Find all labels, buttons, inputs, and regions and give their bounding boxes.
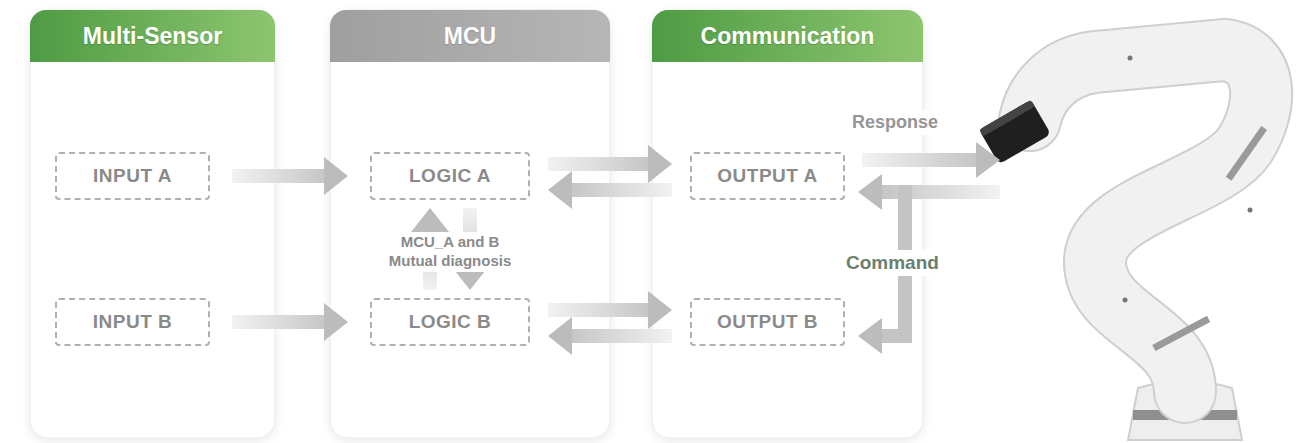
panel-header: Multi-Sensor — [30, 10, 275, 62]
dashed-box: OUTPUT A — [690, 152, 845, 200]
command-label: Command — [842, 250, 943, 276]
robot-wiring — [858, 142, 1000, 354]
box-label: INPUT B — [93, 311, 173, 333]
dashed-box: LOGIC B — [370, 298, 530, 346]
panel-card — [330, 10, 610, 438]
panel-cards — [30, 10, 923, 438]
column-panel: CommunicationOUTPUT A OUTPUT B — [652, 10, 923, 438]
robot-link-outline — [1030, 50, 1261, 392]
column-panel: MCU LOGIC A LOGIC B — [330, 10, 610, 438]
robot-joint-band — [1152, 316, 1210, 351]
dashed-box: INPUT A — [55, 152, 210, 200]
robot-screw — [1123, 298, 1128, 303]
robot-link — [1030, 50, 1261, 392]
box-label: OUTPUT B — [717, 311, 818, 333]
response-label: Response — [848, 110, 942, 135]
box-label: INPUT A — [93, 165, 172, 187]
robot-screw — [1128, 56, 1133, 61]
flow-arrow — [548, 303, 648, 317]
column-panel: Multi-SensorINPUT A INPUT B — [30, 10, 275, 438]
flow-arrow — [232, 315, 324, 329]
robot-screw — [1248, 208, 1253, 213]
flow-arrow — [548, 157, 648, 171]
panel-card — [30, 10, 275, 438]
box-label: OUTPUT A — [717, 165, 817, 187]
command-branch-head — [858, 318, 882, 354]
dashed-box: LOGIC A — [370, 152, 530, 200]
command-arrow-head — [858, 174, 882, 210]
robot-joint-band — [1226, 126, 1267, 181]
panel-header: MCU — [330, 10, 610, 62]
flow-arrow — [232, 169, 324, 183]
box-label: LOGIC A — [409, 165, 491, 187]
robot-flange-ring — [979, 100, 1035, 137]
box-label: LOGIC B — [409, 311, 492, 333]
response-arrow-head — [976, 142, 1000, 178]
dashed-box: INPUT B — [55, 298, 210, 346]
flow-arrow — [572, 183, 672, 197]
response-arrow-shaft — [862, 153, 976, 167]
panel-card — [652, 10, 923, 438]
flow-arrow — [572, 329, 672, 343]
panel-header: Communication — [652, 10, 923, 62]
dashed-box: OUTPUT B — [690, 298, 845, 346]
robot-arm — [979, 50, 1267, 440]
diagnosis-label: MCU_A and B Mutual diagnosis — [371, 232, 529, 272]
